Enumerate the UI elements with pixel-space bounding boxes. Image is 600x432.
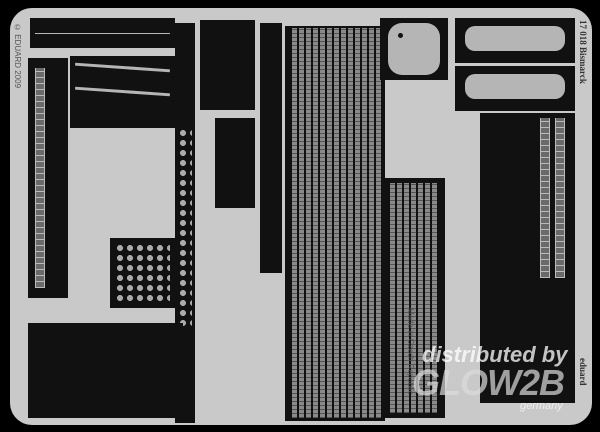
watermark-distributed: distributed by [422,342,568,367]
boat-davits-section [28,323,183,418]
hole [398,33,403,38]
bracket-part [388,23,440,75]
watermark-country: germany [520,400,563,412]
platform-part [465,74,565,99]
ladders-grid [388,183,438,413]
brand-mark: eduard [578,358,588,386]
photo-etch-fret: © EDUARD 2009 17 018 Bismarck Made in Cz… [10,8,592,425]
ladder-section [260,23,282,273]
copyright-text: © EDUARD 2009 [13,23,22,89]
product-code: 17 018 Bismarck [578,20,588,84]
ladder-part [35,68,45,288]
stairs-section [28,58,68,298]
origin-text: Made in Czech Republic [406,308,415,395]
boat-section [215,118,255,208]
round-parts [115,243,170,303]
watermark-logo: GLOW2B [412,362,565,403]
railings-grid [290,28,382,418]
ladder-part [540,118,550,278]
platform-part [465,26,565,51]
rail-part [35,33,170,34]
round-parts [178,128,192,328]
ladder-part [555,118,565,278]
hatch-section [200,20,255,110]
